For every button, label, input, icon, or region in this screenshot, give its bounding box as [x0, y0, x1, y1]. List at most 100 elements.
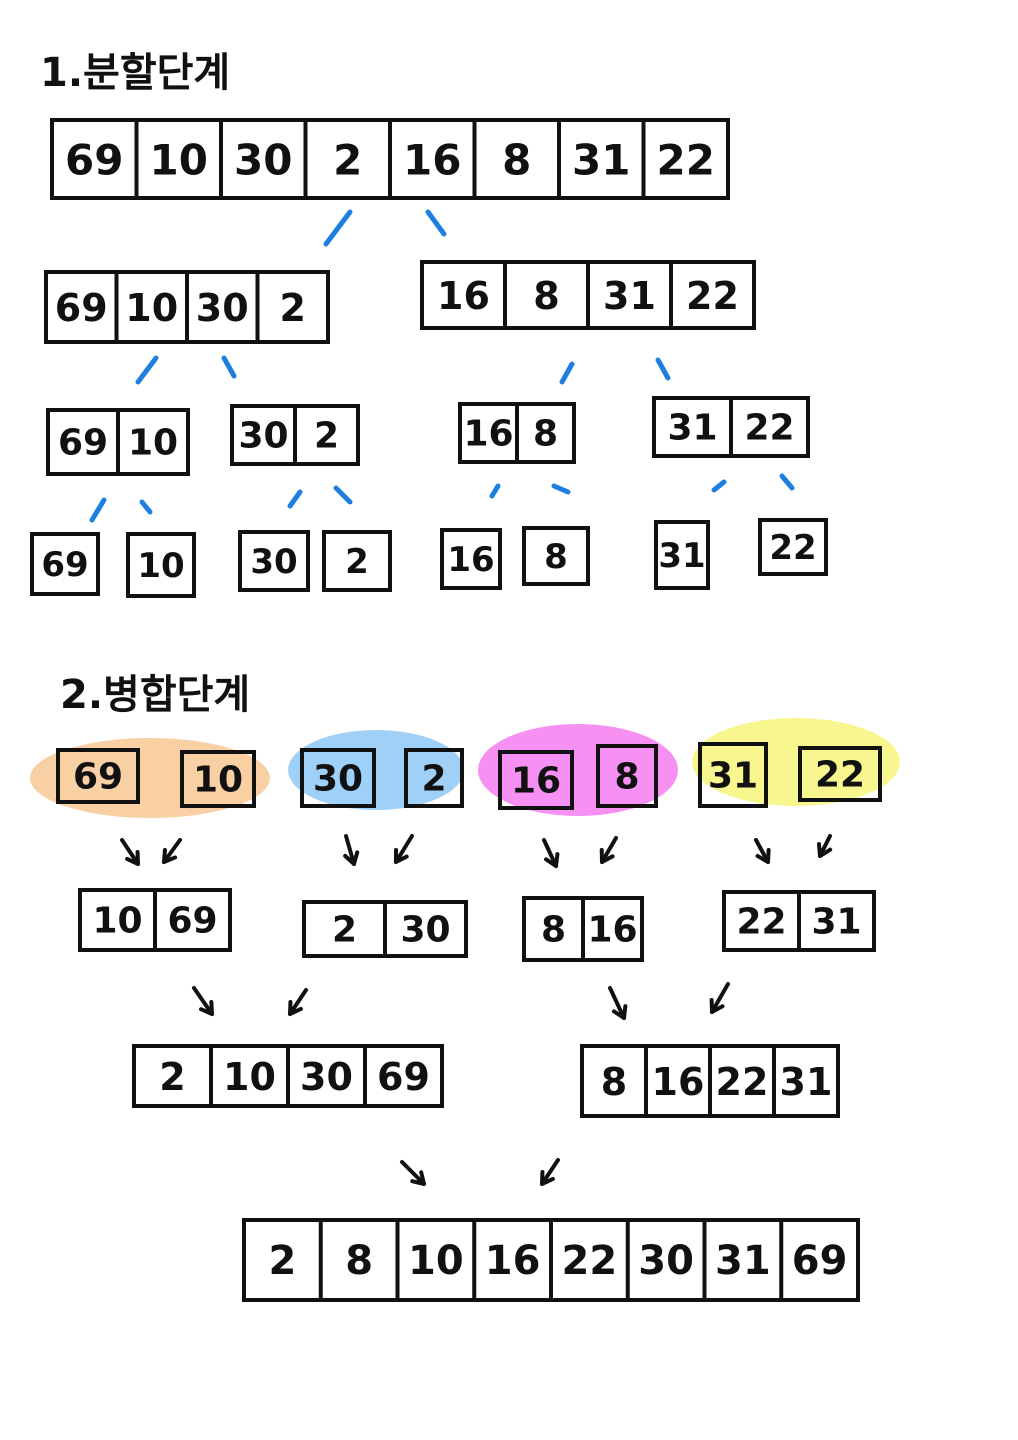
split-level-3-array-5-frame — [522, 526, 590, 586]
cell-value: 8 — [533, 274, 559, 318]
cell-value: 31 — [780, 1060, 833, 1104]
split-level-3-array-5: 8 — [522, 526, 590, 586]
merge-pair-0-box-1-frame — [180, 750, 256, 808]
merge-arrow-icon — [599, 836, 618, 864]
cell-value: 69 — [58, 423, 108, 464]
merge-pair-2-box-1: 8 — [596, 744, 658, 808]
cell-value: 16 — [485, 1238, 541, 1284]
merge-pair-1-box-1: 2 — [404, 748, 464, 808]
cell-value: 30 — [313, 759, 363, 800]
cell-value: 8 — [345, 1238, 373, 1284]
merge-pair-3-box-0: 31 — [698, 742, 768, 808]
split-heading: 1.분할단계 — [40, 50, 230, 96]
cell-value: 69 — [65, 136, 123, 185]
merge-pair-0-box-0-frame — [56, 748, 140, 804]
split-level-3-array-7: 22 — [758, 518, 828, 576]
merge-pair-1-box-0-frame — [300, 748, 376, 808]
cell-value: 31 — [715, 1238, 771, 1284]
merge-heading: 2.병합단계 — [60, 672, 250, 718]
merge-pair-0-box-0: 69 — [56, 748, 140, 804]
cell-value: 31 — [667, 408, 717, 449]
cell-value: 10 — [223, 1055, 276, 1099]
merge-arrow-icon — [120, 838, 140, 866]
merge-level-1-array-0: 2 10 30 69 — [132, 1044, 444, 1108]
cell-value: 2 — [332, 910, 357, 951]
split-connector — [489, 483, 501, 499]
cell-value: 2 — [159, 1055, 185, 1099]
cell-value: 16 — [447, 540, 494, 580]
cell-value: 10 — [92, 901, 142, 942]
pair-highlight — [692, 718, 900, 806]
cell-value: 16 — [587, 910, 637, 951]
merge-arrow-icon — [709, 982, 730, 1014]
split-connector — [139, 499, 153, 515]
cell-value: 22 — [716, 1060, 769, 1104]
cell-value: 22 — [736, 902, 786, 943]
cell-value: 31 — [603, 274, 656, 318]
split-connector — [655, 357, 671, 381]
cell-value: 69 — [73, 757, 123, 798]
merge-arrow-icon — [542, 838, 560, 868]
cell-value: 69 — [377, 1055, 430, 1099]
merge-pair-2-box-0: 16 — [498, 750, 574, 810]
merge-arrow-icon — [192, 986, 214, 1016]
merge-arrow-icon — [754, 838, 771, 864]
cell-value: 30 — [300, 1055, 353, 1099]
cell-value: 30 — [638, 1238, 694, 1284]
cell-value: 2 — [333, 136, 362, 185]
split-level-3-array-2: 30 — [238, 530, 310, 592]
cell-value: 16 — [463, 414, 513, 455]
split-connector — [323, 209, 353, 247]
split-level-3-array-4-frame — [440, 528, 502, 590]
merge-arrow-icon — [343, 834, 360, 866]
split-level-3-array-3: 2 — [322, 530, 392, 592]
cell-value: 8 — [533, 414, 558, 455]
merge-arrow-icon — [400, 1160, 426, 1186]
split-connector — [333, 485, 353, 505]
cell-value: 30 — [250, 542, 297, 582]
cell-value: 8 — [544, 537, 568, 577]
merge-pair-3-box-1-frame — [798, 746, 882, 802]
cell-value: 2 — [345, 542, 369, 582]
cell-value: 69 — [167, 901, 217, 942]
split-level-3-array-7-frame — [758, 518, 828, 576]
cell-value: 22 — [657, 136, 715, 185]
split-level-2-array-2: 16 8 — [458, 402, 576, 464]
cell-value: 31 — [708, 756, 758, 797]
split-connector — [135, 355, 159, 385]
split-connector — [287, 489, 303, 509]
merge-level-0-array-0: 10 69 — [78, 888, 232, 952]
cell-value: 10 — [150, 136, 208, 185]
cell-value: 16 — [511, 761, 561, 802]
pair-highlight — [30, 738, 270, 818]
cell-value: 8 — [601, 1060, 627, 1104]
split-level-3-array-3-frame — [322, 530, 392, 592]
cell-value: 16 — [652, 1060, 705, 1104]
cell-value: 31 — [811, 902, 861, 943]
connector-layer — [89, 209, 833, 1186]
split-level-3-array-0: 69 — [30, 532, 100, 596]
highlight-layer — [30, 718, 900, 818]
split-connector — [551, 483, 571, 495]
cell-value: 30 — [234, 136, 292, 185]
split-level-3-array-1: 10 — [126, 532, 196, 598]
cell-value: 31 — [572, 136, 630, 185]
split-level-3-array-6-frame — [654, 520, 710, 590]
split-connector — [779, 473, 795, 491]
cell-value: 22 — [769, 528, 816, 568]
cell-value: 30 — [238, 416, 288, 457]
pair-highlight — [478, 724, 678, 816]
split-connector — [711, 479, 727, 493]
split-connector — [425, 209, 447, 237]
split-level-3-array-0-frame — [30, 532, 100, 596]
